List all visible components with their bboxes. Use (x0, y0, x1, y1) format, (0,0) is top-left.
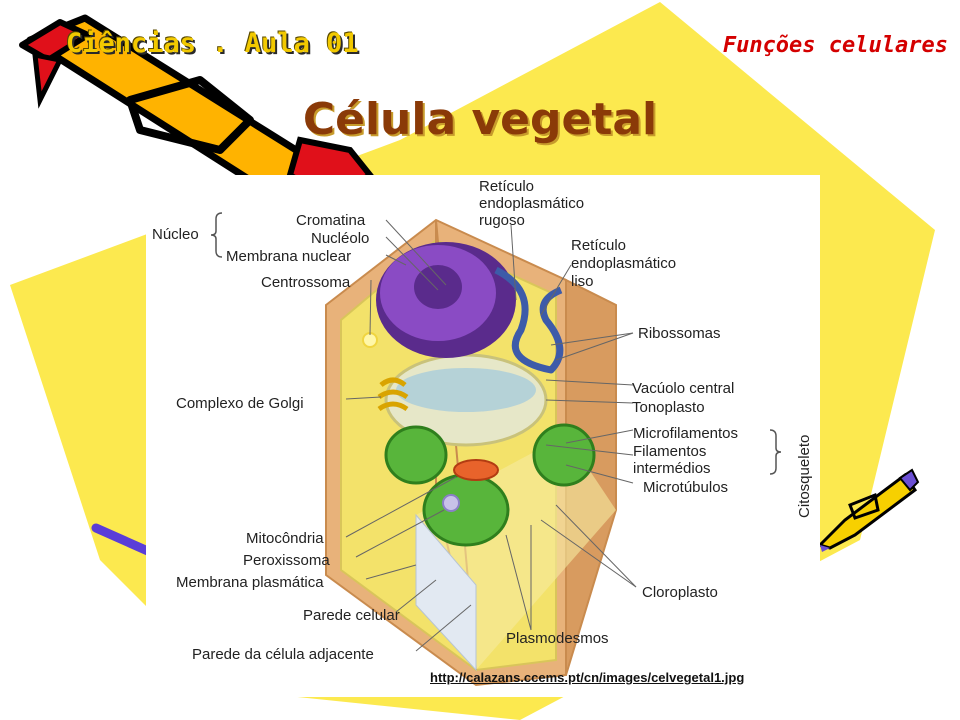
label-rer-line2: endoplasmático (479, 195, 584, 212)
topic-heading: Funções celulares (722, 33, 948, 58)
label-plasmodesmos: Plasmodesmos (506, 630, 609, 647)
plant-cell-diagram: Núcleo Cromatina Nucléolo Membrana nucle… (146, 175, 820, 697)
label-centrossoma: Centrossoma (261, 274, 351, 291)
label-cloroplasto: Cloroplasto (642, 584, 718, 601)
label-cromatina: Cromatina (296, 212, 366, 229)
citosqueleto-bracket (769, 429, 782, 475)
label-nucleo: Núcleo (152, 226, 199, 243)
label-tonoplasto: Tonoplasto (632, 399, 705, 416)
nucleo-bracket (210, 212, 223, 258)
label-vacuolo-central: Vacúolo central (632, 380, 734, 397)
label-mitocondria: Mitocôndria (246, 530, 324, 547)
label-rel-line2: endoplasmático (571, 255, 676, 272)
label-membrana-plasmatica: Membrana plasmática (176, 574, 324, 591)
label-parede-celular: Parede celular (303, 607, 400, 624)
label-rer-line3: rugoso (479, 212, 525, 229)
small-pencil-icon (817, 468, 920, 552)
peroxisome-shape (442, 494, 460, 512)
source-link[interactable]: http://calazans.ccems.pt/cn/images/celve… (430, 670, 745, 685)
golgi-shape (377, 377, 409, 412)
label-rel-line3: liso (571, 273, 594, 290)
label-microfilamentos: Microfilamentos (633, 425, 738, 442)
centrosome-shape (362, 332, 378, 348)
label-membrana-nuclear: Membrana nuclear (226, 248, 351, 265)
label-microtubulos: Microtúbulos (643, 479, 728, 496)
label-ribossomas: Ribossomas (638, 325, 721, 342)
label-nucleolo: Nucléolo (311, 230, 369, 247)
page-title: Célula vegetal (302, 94, 658, 145)
mitochondrion-shape (453, 459, 499, 481)
label-filamentos-line2: intermédios (633, 460, 711, 477)
label-complexo-golgi: Complexo de Golgi (176, 395, 304, 412)
nucleus-shape (376, 242, 516, 358)
label-peroxissoma: Peroxissoma (243, 552, 330, 569)
course-heading: Ciências . Aula 01 (66, 28, 359, 59)
label-rer-line1: Retículo (479, 178, 534, 195)
label-citosqueleto: Citosqueleto (796, 435, 813, 518)
purple-stroke (91, 523, 155, 557)
label-parede-adjacente: Parede da célula adjacente (192, 646, 374, 663)
leader-lines (345, 219, 637, 652)
label-rel-line1: Retículo (571, 237, 626, 254)
label-filamentos-line1: Filamentos (633, 443, 706, 460)
